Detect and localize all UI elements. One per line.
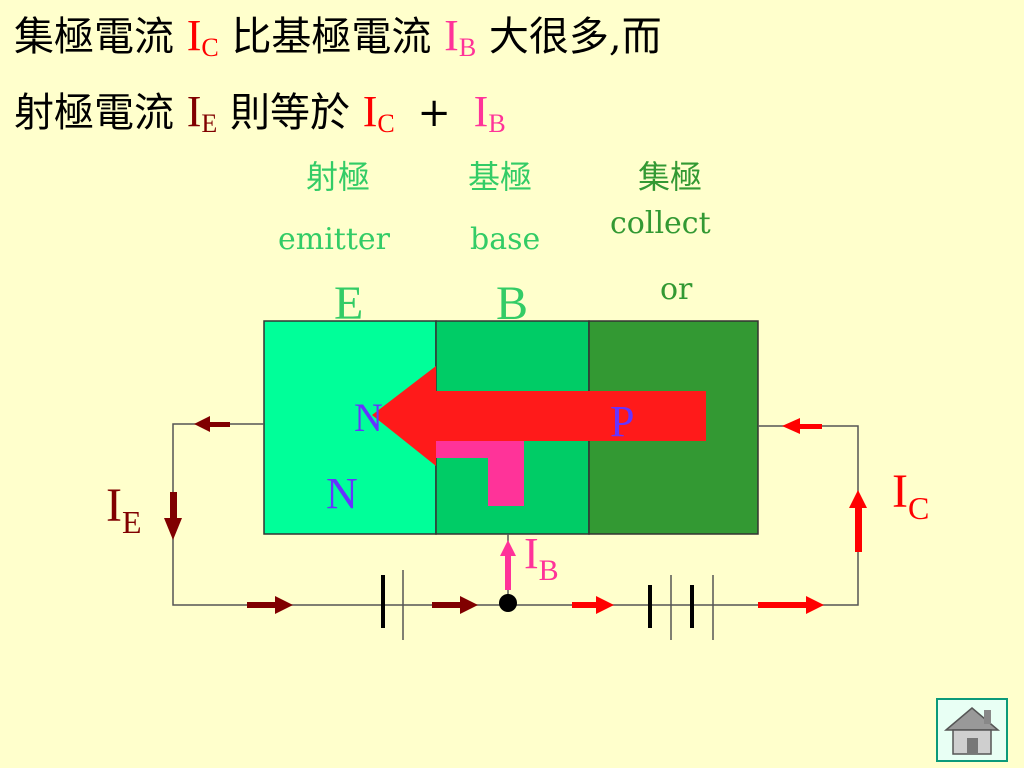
symbol-letter: I xyxy=(362,87,378,136)
symbol-subscript: E xyxy=(201,109,218,138)
symbol-subscript: E xyxy=(121,504,142,540)
header-line-2: 射極電流 IE 則等於 IC + IB xyxy=(14,88,506,148)
main-current-arrow xyxy=(372,366,706,466)
symbol-subscript: C xyxy=(907,490,930,526)
header-text: 射極電流 xyxy=(14,90,174,136)
ie-label: IE xyxy=(106,478,142,540)
junction-dot xyxy=(499,594,517,612)
home-icon xyxy=(943,707,1001,755)
symbol-letter: I xyxy=(892,465,908,518)
base-en-label: base xyxy=(470,222,541,257)
symbol-letter: I xyxy=(186,87,202,136)
symbol-subscript: C xyxy=(377,109,395,138)
ic-arrows xyxy=(572,418,867,614)
emitter-en-label: emitter xyxy=(278,222,391,257)
n-label-left: N xyxy=(354,395,383,440)
ib-symbol: IB xyxy=(444,11,477,63)
home-button[interactable] xyxy=(936,698,1008,762)
header-text: 集極電流 xyxy=(14,14,174,60)
symbol-letter: I xyxy=(186,11,202,60)
header-line-1: 集極電流 IC 比基極電流 IB 大很多,而 xyxy=(14,12,662,72)
emitter-zh-label: 射極 xyxy=(306,158,371,196)
symbol-letter: I xyxy=(444,11,459,60)
collector-en-label-1: collect xyxy=(610,206,711,241)
ie-symbol: IE xyxy=(186,87,218,139)
symbol-letter: I xyxy=(524,529,539,578)
ic-label: IC xyxy=(892,464,929,526)
header-text: 則等於 xyxy=(229,90,350,136)
collector-en-label-2: or xyxy=(660,272,693,307)
p-label: P xyxy=(610,397,635,446)
symbol-subscript: C xyxy=(201,33,219,62)
collector-zh-label: 集極 xyxy=(638,158,703,196)
symbol-subscript: B xyxy=(458,33,477,62)
ib-label: IB xyxy=(524,528,559,587)
header-text: 比基極電流 xyxy=(231,14,432,60)
ie-arrows xyxy=(164,416,478,614)
base-zh-label: 基極 xyxy=(468,158,533,196)
symbol-subscript: B xyxy=(538,554,559,587)
symbol-letter: I xyxy=(473,87,489,136)
ib-symbol: IB xyxy=(473,87,506,139)
symbol-letter: I xyxy=(106,479,122,532)
ic-symbol: IC xyxy=(186,11,219,63)
plus-sign: + xyxy=(417,90,451,136)
symbol-subscript: B xyxy=(488,109,506,138)
ic-symbol: IC xyxy=(362,87,395,139)
base-current-path xyxy=(436,441,524,506)
n-label-bottom: N xyxy=(326,469,358,518)
header-text: 大很多,而 xyxy=(488,14,662,60)
ib-arrow xyxy=(500,540,516,590)
